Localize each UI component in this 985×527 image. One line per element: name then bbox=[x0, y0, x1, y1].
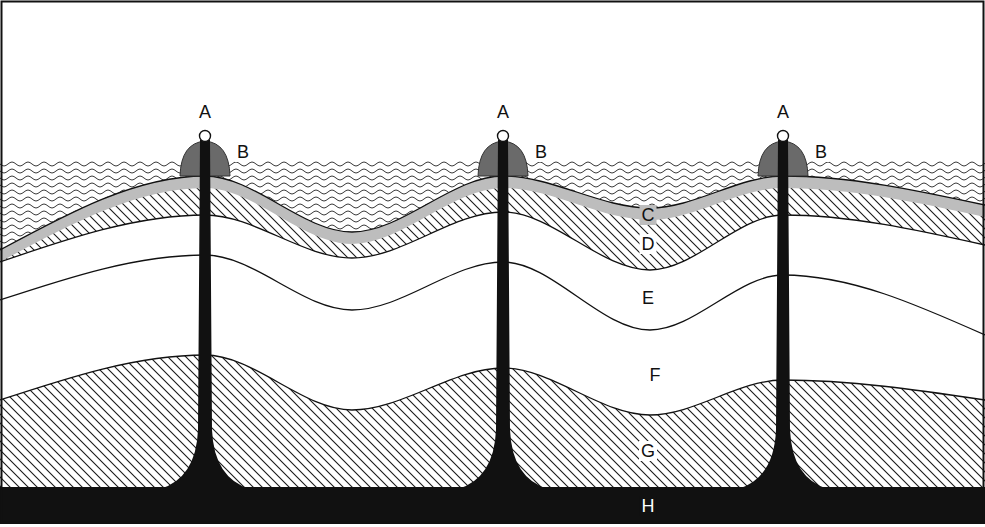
part-letter: A bbox=[495, 102, 511, 122]
layer-letter: B bbox=[533, 142, 549, 162]
part-letter: B bbox=[235, 142, 251, 162]
part-letter: A bbox=[197, 102, 213, 122]
part-letter: C bbox=[640, 205, 657, 225]
layer-letter: G bbox=[639, 441, 657, 461]
vent bbox=[498, 131, 509, 142]
magma-conduit bbox=[458, 140, 548, 489]
layer-letter: D bbox=[640, 234, 657, 254]
part-letter: F bbox=[648, 365, 663, 385]
layer-letter: A bbox=[495, 102, 511, 122]
part-letter: H bbox=[640, 496, 657, 516]
part-letter: G bbox=[639, 441, 657, 461]
part-letter: B bbox=[533, 142, 549, 162]
layer-letter: B bbox=[235, 142, 251, 162]
vent bbox=[778, 131, 789, 142]
volcano bbox=[458, 131, 548, 490]
layer-letter: A bbox=[197, 102, 213, 122]
volcano bbox=[738, 131, 828, 490]
layer-d bbox=[0, 176, 985, 270]
layer-letter: B bbox=[813, 142, 829, 162]
part-letter: B bbox=[813, 142, 829, 162]
layer-boundary bbox=[0, 255, 985, 335]
layer-h bbox=[0, 487, 985, 524]
layer-letter: E bbox=[640, 288, 656, 308]
layer-letter: C bbox=[640, 205, 657, 225]
layer-boundary bbox=[0, 212, 985, 270]
part-letter: A bbox=[775, 102, 791, 122]
volcano bbox=[160, 131, 250, 490]
layer-boundary bbox=[0, 355, 985, 415]
magma-conduit bbox=[160, 140, 250, 489]
layer-letter: A bbox=[775, 102, 791, 122]
layer-c bbox=[0, 176, 985, 262]
part-letter: D bbox=[640, 234, 657, 254]
vent bbox=[200, 131, 211, 142]
magma-conduit bbox=[738, 140, 828, 489]
layer-letter: H bbox=[640, 496, 657, 516]
layer-letter: F bbox=[648, 365, 663, 385]
volcano-conduits bbox=[160, 131, 828, 490]
part-letter: E bbox=[640, 288, 656, 308]
